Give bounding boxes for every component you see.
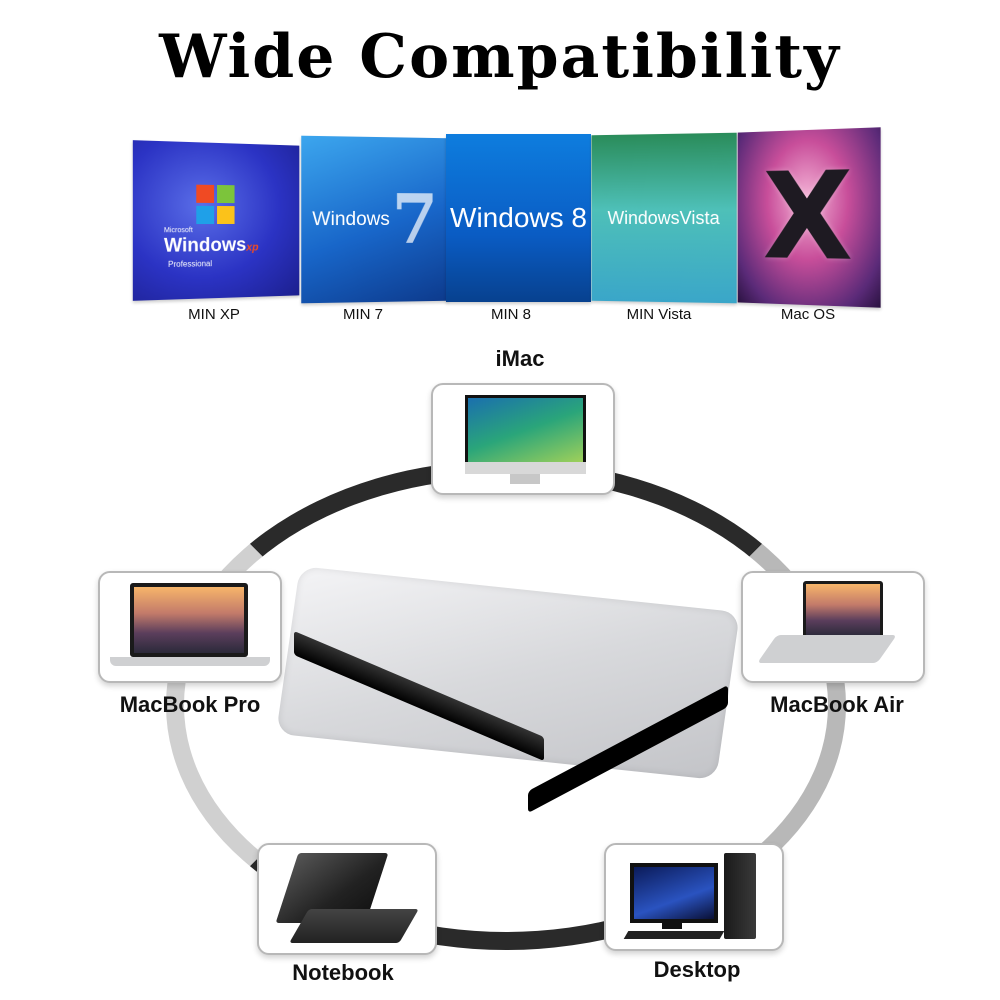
notebook-card (257, 843, 437, 955)
optical-drive-image (276, 566, 740, 814)
device-label-imac: iMac (495, 346, 545, 371)
windows-7-panel: Windows 7 (301, 135, 449, 304)
os-label-mac: Mac OS (780, 306, 836, 323)
windows-8-panel: Windows 8 (446, 134, 591, 302)
notebook-base (289, 909, 419, 943)
xp-brand: Windowsxp (163, 234, 259, 257)
windows-vista-panel: WindowsVista (591, 132, 737, 304)
os-label-xp: MIN XP (188, 306, 240, 323)
os-label-vista: MIN Vista (626, 306, 692, 323)
device-label-notebook: Notebook (292, 960, 394, 985)
win7-numeral: 7 (391, 179, 439, 260)
win8-brand: Windows 8 (450, 202, 587, 233)
imac-screen (465, 395, 586, 465)
vista-brand: WindowsVista (607, 207, 720, 228)
device-label-macbook-pro: MacBook Pro (119, 692, 261, 717)
desktop-tower (724, 853, 756, 939)
mac-os-panel: X (737, 127, 881, 308)
desktop-card (604, 843, 784, 951)
macbook-pro-base (110, 657, 270, 666)
macbook-air-screen (803, 581, 883, 639)
os-label-win7: MIN 7 (342, 306, 383, 323)
win7-brand: Windows (312, 208, 390, 230)
xp-edition: Professional (168, 259, 213, 270)
imac-chin (465, 462, 586, 474)
macbook-pro-card (98, 571, 282, 683)
desktop-monitor-stand (662, 921, 682, 929)
os-label-win8: MIN 8 (490, 306, 531, 323)
macbook-air-card (741, 571, 925, 683)
desktop-monitor (630, 863, 718, 923)
mac-os-x-icon: X (762, 146, 854, 289)
imac-stand (510, 474, 540, 484)
os-compatibility-strip: Microsoft Windowsxp Professional Windows… (0, 120, 1000, 330)
macbook-air-base (757, 635, 897, 663)
imac-card (431, 383, 615, 495)
page-title: Wide Compatibility (159, 22, 841, 92)
device-label-macbook-air: MacBook Air (770, 692, 904, 717)
desktop-keyboard (623, 931, 725, 939)
windows-flag-icon (196, 184, 235, 225)
device-label-desktop: Desktop (653, 957, 741, 982)
macbook-pro-screen (130, 583, 248, 657)
xp-brand-small: Microsoft (163, 227, 193, 235)
windows-xp-panel: Microsoft Windowsxp Professional (132, 140, 300, 301)
